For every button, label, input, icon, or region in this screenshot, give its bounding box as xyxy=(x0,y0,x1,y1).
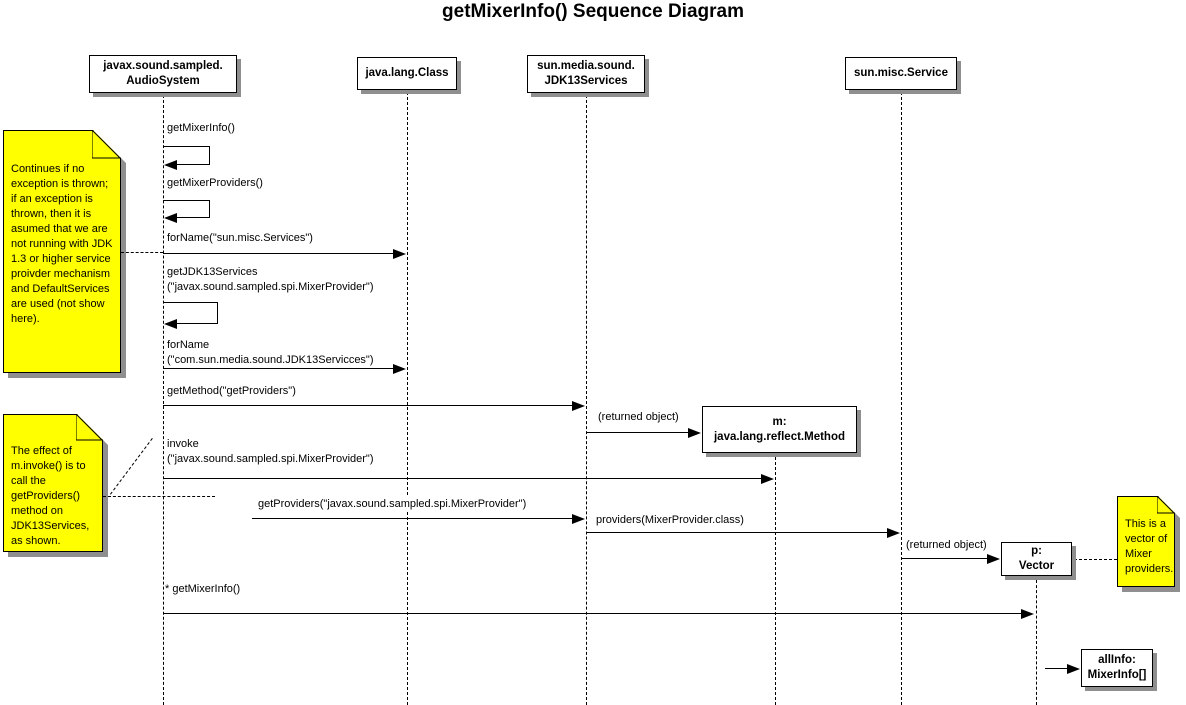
message-label: getMixerInfo() xyxy=(167,121,235,135)
arrowhead-right-icon xyxy=(572,514,585,524)
arrowhead-right-icon xyxy=(761,474,774,484)
message-label: (returned object) xyxy=(906,538,987,552)
message-label: getMethod("getProviders") xyxy=(167,384,296,398)
message-label: forName xyxy=(167,338,210,352)
note-connector xyxy=(110,438,153,495)
lifeline-header-sun-misc-service-label: sun.misc.Service xyxy=(854,67,948,79)
message-label: getJDK13Services xyxy=(167,265,258,279)
lifeline-sun-misc-service xyxy=(901,92,902,705)
arrowhead-right-icon xyxy=(987,554,1000,564)
lifeline-jdk13services xyxy=(586,95,587,705)
note-text: The effect of m.invoke() is to call the … xyxy=(11,445,90,547)
self-message-line xyxy=(175,164,209,165)
message-line xyxy=(163,253,396,254)
arrowhead-right-icon xyxy=(887,528,900,538)
lifeline-header-jdk13services: sun.media.sound. JDK13Services xyxy=(527,55,645,93)
message-label: providers(MixerProvider.class) xyxy=(596,513,744,527)
self-message-line xyxy=(209,146,210,165)
message-label: ("com.sun.media.sound.JDK13Servicces") xyxy=(167,353,374,367)
arrowhead-left-icon xyxy=(164,160,177,170)
lifeline-p xyxy=(1036,580,1037,705)
note-fold-icon xyxy=(1157,496,1176,514)
note-connector xyxy=(121,252,163,253)
message-line xyxy=(163,368,396,369)
self-message-line xyxy=(209,200,210,218)
lifeline-header-audiosystem-label: AudioSystem xyxy=(126,75,200,87)
arrowhead-right-icon xyxy=(1067,664,1080,674)
object-box-m-label: java.lang.reflect.Method xyxy=(713,430,845,443)
self-message-line xyxy=(163,200,209,201)
object-box-p-label: Vector xyxy=(1018,560,1055,572)
self-message-line xyxy=(163,146,209,147)
lifeline-header-jdk13services-label: JDK13Services xyxy=(544,75,628,87)
arrowhead-right-icon xyxy=(688,428,701,438)
message-line xyxy=(1045,668,1070,669)
arrowhead-right-icon xyxy=(1021,609,1034,619)
note-note-jdk-fallback: Continues if no exception is thrown; if … xyxy=(3,130,121,373)
self-message-line xyxy=(217,302,218,324)
message-line xyxy=(586,532,890,533)
message-label: ("javax.sound.sampled.spi.MixerProvider"… xyxy=(167,452,374,466)
lifeline-header-jdk13services-label: sun.media.sound. xyxy=(537,60,635,72)
note-fold-icon xyxy=(92,130,122,159)
object-box-p-label: p: xyxy=(1031,545,1042,557)
message-label: forName("sun.misc.Services") xyxy=(167,231,313,245)
self-message-line xyxy=(175,323,217,324)
note-connector xyxy=(1074,559,1117,560)
message-label: ("javax.sound.sampled.spi.MixerProvider"… xyxy=(167,280,374,294)
diagram-title: getMixerInfo() Sequence Diagram xyxy=(442,1,744,22)
self-message-line xyxy=(163,302,217,303)
note-text: This is a vector of Mixer providers. xyxy=(1125,518,1174,575)
lifeline-m xyxy=(775,457,776,705)
lifeline-header-java-lang-class: java.lang.Class xyxy=(357,57,457,90)
message-line xyxy=(163,405,575,406)
message-line xyxy=(586,432,691,433)
message-label: getMixerProviders() xyxy=(167,176,263,190)
arrowhead-left-icon xyxy=(164,319,177,329)
message-line xyxy=(163,613,1024,614)
arrowhead-right-icon xyxy=(572,401,585,411)
self-message-line xyxy=(175,217,209,218)
arrowhead-left-icon xyxy=(164,213,177,223)
object-box-allinfo: allInfo: MixerInfo[] xyxy=(1081,649,1153,687)
note-connector xyxy=(103,496,215,497)
arrowhead-right-icon xyxy=(393,249,406,259)
lifeline-audiosystem xyxy=(163,95,164,705)
lifeline-header-audiosystem-label: javax.sound.sampled. xyxy=(103,60,223,72)
object-box-allinfo-label: allInfo: xyxy=(1098,654,1136,666)
message-line xyxy=(252,518,575,519)
lifeline-header-audiosystem: javax.sound.sampled. AudioSystem xyxy=(89,55,237,93)
lifeline-java-lang-class xyxy=(407,92,408,705)
object-box-allinfo-label: MixerInfo[] xyxy=(1087,669,1147,681)
object-box-p: p: Vector xyxy=(1001,542,1072,576)
message-label: invoke xyxy=(167,437,199,451)
lifeline-header-java-lang-class-label: java.lang.Class xyxy=(365,67,449,79)
lifeline-header-sun-misc-service: sun.misc.Service xyxy=(845,57,957,90)
note-fold-icon xyxy=(76,414,104,441)
message-label: * getMixerInfo() xyxy=(165,582,241,596)
message-label: (returned object) xyxy=(598,410,679,424)
arrowhead-right-icon xyxy=(393,364,406,374)
message-label: getProviders("javax.sound.sampled.spi.Mi… xyxy=(258,497,527,511)
object-box-m: m: java.lang.reflect.Method xyxy=(702,406,857,453)
note-text: Continues if no exception is thrown; if … xyxy=(11,163,113,325)
object-box-m-label: m: xyxy=(772,415,787,428)
message-line xyxy=(163,478,764,479)
message-line xyxy=(901,558,990,559)
